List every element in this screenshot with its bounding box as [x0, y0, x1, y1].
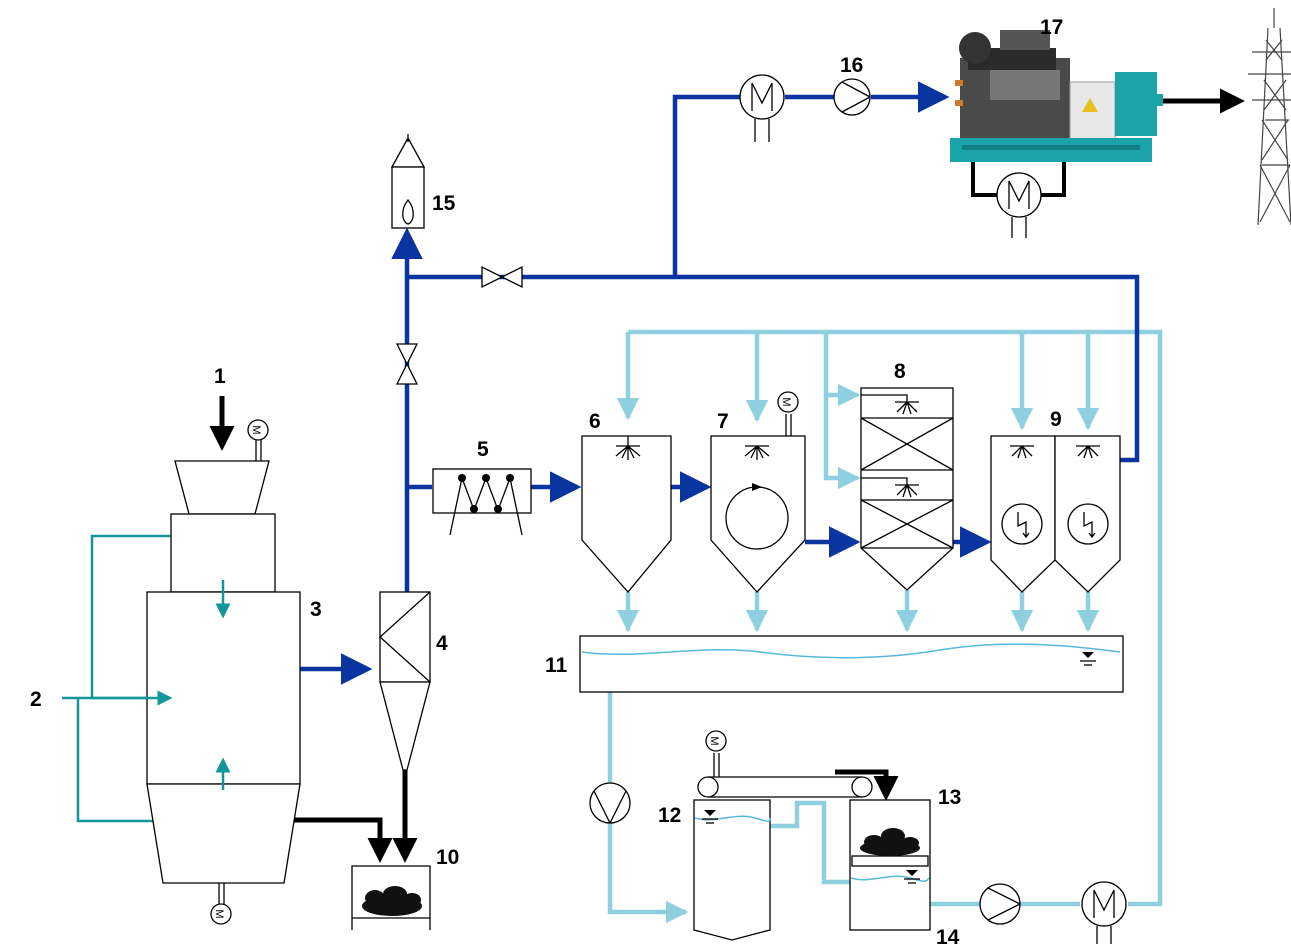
power-pylon — [1248, 8, 1291, 225]
genset-cooler — [973, 162, 1064, 238]
label-10: 10 — [436, 846, 459, 869]
blower-16 — [834, 79, 870, 115]
motor-symbol: M — [250, 425, 262, 434]
label-9: 9 — [1050, 408, 1062, 431]
label-11: 11 — [545, 654, 568, 677]
motor-symbol: M — [213, 909, 225, 918]
ash-bin-10 — [352, 866, 430, 930]
label-12: 12 — [658, 804, 681, 827]
motor-symbol: M — [780, 397, 792, 406]
flare-15 — [392, 134, 424, 228]
valve-horizontal — [482, 267, 522, 287]
heat-exchanger-motor-14 — [1082, 882, 1126, 944]
dewatering-13-14 — [850, 800, 930, 930]
pump-11-12 — [590, 783, 630, 823]
pump-14 — [980, 884, 1020, 924]
label-7: 7 — [717, 410, 729, 433]
label-17: 17 — [1040, 16, 1063, 39]
label-3: 3 — [310, 598, 322, 621]
label-14: 14 — [936, 926, 960, 944]
tank-12 — [694, 800, 770, 940]
filter-5 — [433, 469, 531, 535]
label-5: 5 — [477, 438, 489, 461]
motor-symbol: M — [708, 736, 720, 745]
heat-exchanger-16 — [740, 75, 784, 142]
label-13: 13 — [938, 786, 961, 809]
label-1: 1 — [214, 365, 226, 388]
label-15: 15 — [432, 192, 456, 215]
electrostatic-9 — [991, 436, 1120, 592]
gasifier-3: M M — [92, 420, 300, 924]
packed-column-8 — [861, 388, 953, 590]
tank-11 — [580, 636, 1123, 692]
label-4: 4 — [436, 632, 448, 655]
label-6: 6 — [589, 410, 601, 433]
valve-vertical — [397, 344, 417, 384]
cyclone-4 — [380, 592, 430, 770]
label-2: 2 — [30, 688, 42, 711]
label-16: 16 — [840, 54, 863, 77]
scrubber-6 — [582, 436, 671, 592]
genset-17 — [950, 30, 1163, 162]
label-8: 8 — [894, 360, 906, 383]
conveyor: M — [698, 731, 872, 797]
